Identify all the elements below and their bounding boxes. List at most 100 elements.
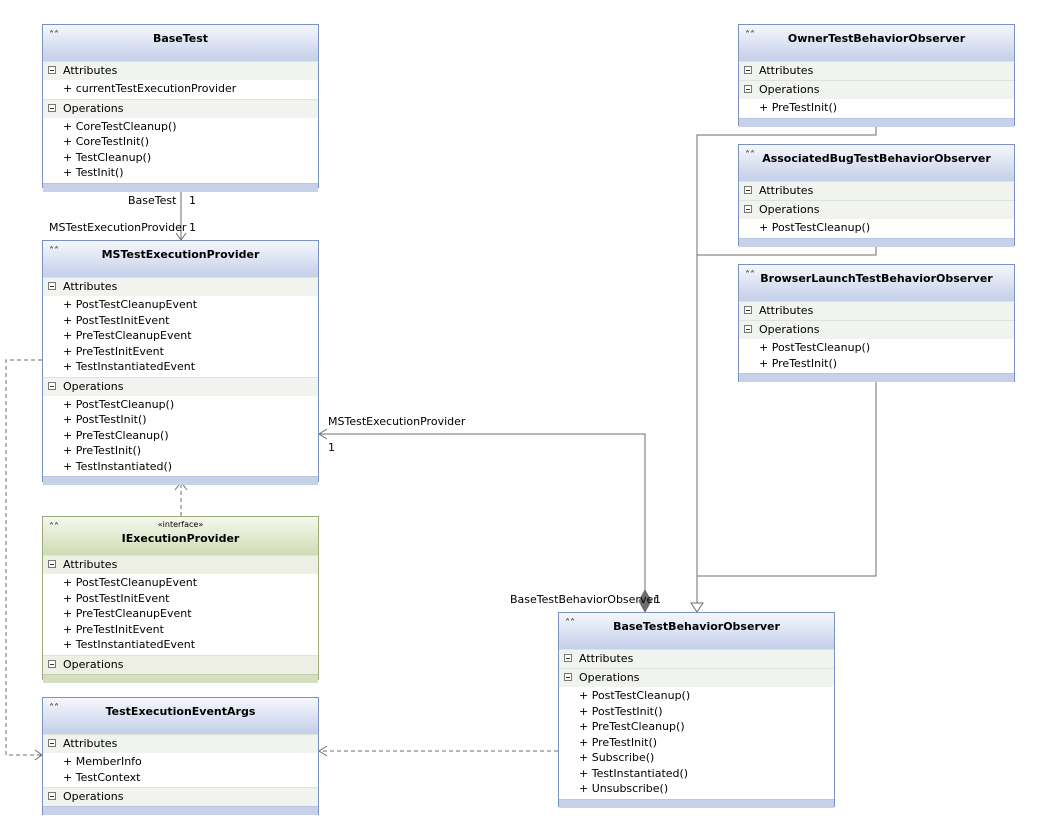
class-footer — [739, 237, 1014, 247]
minus-box-icon[interactable] — [48, 739, 56, 747]
class-footer — [43, 806, 318, 815]
operation-item: + Unsubscribe() — [579, 782, 669, 795]
minus-box-icon[interactable] — [744, 186, 752, 194]
attribute-item: + TestInstantiatedEvent — [63, 638, 196, 651]
operation-item: + PreTestCleanup() — [579, 720, 685, 733]
minus-box-icon[interactable] — [48, 66, 56, 74]
double-chevron-up-icon[interactable]: ˄˄ — [745, 270, 755, 281]
operation-item: + TestCleanup() — [63, 150, 152, 164]
minus-box-icon[interactable] — [744, 205, 752, 213]
class-footer — [739, 117, 1014, 127]
class-header: ˄˄ AssociatedBugTestBehaviorObserver — [739, 145, 1014, 181]
interface-iexecution-provider[interactable]: ˄˄ «interface» IExecutionProvider Attrib… — [42, 516, 319, 683]
minus-box-icon[interactable] — [744, 306, 752, 314]
operations-section[interactable]: Operations — [43, 376, 318, 396]
minus-box-icon[interactable] — [564, 654, 572, 662]
attributes-section[interactable]: Attributes — [43, 734, 318, 753]
operation-item: + PreTestCleanup() — [63, 428, 169, 442]
attributes-section[interactable]: Attributes — [43, 555, 318, 574]
composition-arrow — [318, 428, 328, 440]
operation-item: + PreTestInit() — [579, 735, 658, 749]
minus-box-icon[interactable] — [48, 560, 56, 568]
minus-box-icon[interactable] — [48, 659, 56, 668]
double-chevron-up-icon[interactable]: ˄˄ — [49, 246, 59, 257]
class-footer — [43, 673, 318, 683]
class-name: BrowserLaunchTestBehaviorObserver — [760, 272, 993, 285]
operations-section[interactable]: Operations — [739, 200, 1014, 219]
provider-multiplicity: 1 — [189, 221, 196, 234]
class-basetest[interactable]: ˄˄ BaseTest Attributes + currentTestExec… — [42, 24, 319, 192]
double-chevron-up-icon[interactable]: ˄˄ — [745, 30, 755, 41]
class-header: ˄˄ OwnerTestBehaviorObserver — [739, 25, 1014, 61]
attribute-item: + MemberInfo — [63, 755, 142, 768]
attribute-item: + PostTestInitEvent — [63, 591, 170, 605]
double-chevron-up-icon[interactable]: ˄˄ — [49, 30, 59, 41]
attributes-list: + PostTestCleanupEvent + PostTestInitEve… — [43, 574, 318, 655]
operation-item: + PostTestInit() — [63, 413, 147, 426]
attributes-section[interactable]: Attributes — [43, 277, 318, 296]
class-base-test-behavior-observer[interactable]: ˄˄ BaseTestBehaviorObserver Attributes O… — [558, 612, 835, 808]
operations-section[interactable]: Operations — [43, 787, 318, 806]
composition-line — [319, 433, 646, 592]
double-chevron-up-icon[interactable]: ˄˄ — [49, 522, 59, 533]
class-owner-test-behavior-observer[interactable]: ˄˄ OwnerTestBehaviorObserver Attributes … — [738, 24, 1015, 127]
attribute-item: + TestInstantiatedEvent — [63, 360, 196, 373]
class-mstest-execution-provider[interactable]: ˄˄ MSTestExecutionProvider Attributes + … — [42, 240, 319, 485]
minus-box-icon[interactable] — [48, 792, 56, 800]
class-browser-launch-test-behavior-observer[interactable]: ˄˄ BrowserLaunchTestBehaviorObserver Att… — [738, 264, 1015, 382]
class-associated-bug-test-behavior-observer[interactable]: ˄˄ AssociatedBugTestBehaviorObserver Att… — [738, 144, 1015, 247]
minus-box-icon[interactable] — [48, 381, 56, 390]
minus-box-icon[interactable] — [48, 103, 56, 112]
minus-box-icon[interactable] — [744, 85, 752, 93]
class-name: BaseTestBehaviorObserver — [613, 620, 780, 633]
operations-section[interactable]: Operations — [559, 668, 834, 687]
class-footer — [559, 798, 834, 808]
operations-section[interactable]: Operations — [43, 98, 318, 118]
operations-section[interactable]: Operations — [739, 80, 1014, 99]
attributes-section[interactable]: Attributes — [739, 301, 1014, 320]
attribute-item: + PostTestCleanupEvent — [63, 298, 198, 311]
class-header: ˄˄ TestExecutionEventArgs — [43, 698, 318, 734]
class-header: ˄˄ «interface» IExecutionProvider — [43, 517, 318, 555]
attribute-item: + TestContext — [63, 770, 141, 784]
operation-item: + CoreTestInit() — [63, 135, 150, 148]
minus-box-icon[interactable] — [744, 66, 752, 74]
operation-item: + TestInstantiated() — [63, 459, 173, 473]
attributes-section[interactable]: Attributes — [559, 649, 834, 668]
operation-item: + PostTestCleanup() — [63, 397, 175, 411]
class-footer — [43, 476, 318, 485]
inheritance-arrow — [690, 602, 704, 613]
operations-list: + PostTestCleanup() + PostTestInit() + P… — [43, 396, 318, 477]
attributes-section[interactable]: Attributes — [739, 61, 1014, 80]
double-chevron-up-icon[interactable]: ˄˄ — [49, 703, 59, 714]
basetest-role-label: BaseTest — [128, 194, 177, 207]
observer-provider-multiplicity: 1 — [328, 441, 335, 454]
double-chevron-up-icon[interactable]: ˄˄ — [745, 150, 755, 161]
operation-item: + TestInstantiated() — [579, 766, 689, 780]
dependency-line-left — [5, 359, 42, 756]
class-header: ˄˄ BaseTest — [43, 25, 318, 61]
attribute-item: + PreTestCleanupEvent — [63, 329, 192, 342]
class-name: TestExecutionEventArgs — [105, 705, 256, 718]
stereotype: «interface» — [157, 520, 204, 529]
attributes-section[interactable]: Attributes — [739, 181, 1014, 200]
attributes-list: + PostTestCleanupEvent + PostTestInitEve… — [43, 296, 318, 377]
operations-list: + CoreTestCleanup() + CoreTestInit() + T… — [43, 118, 318, 183]
association-arrow-basetest — [175, 232, 187, 241]
class-footer — [739, 373, 1014, 382]
class-name: IExecutionProvider — [121, 532, 240, 545]
operations-section[interactable]: Operations — [43, 654, 318, 674]
attribute-item: + PreTestInitEvent — [63, 622, 164, 636]
attributes-list: + MemberInfo + TestContext — [43, 753, 318, 787]
minus-box-icon[interactable] — [744, 325, 752, 333]
attributes-section[interactable]: Attributes — [43, 61, 318, 80]
double-chevron-up-icon[interactable]: ˄˄ — [565, 618, 575, 629]
operations-section[interactable]: Operations — [739, 320, 1014, 339]
dependency-arrow-observer — [318, 745, 328, 757]
class-test-execution-event-args[interactable]: ˄˄ TestExecutionEventArgs Attributes + M… — [42, 697, 319, 815]
class-header: ˄˄ BrowserLaunchTestBehaviorObserver — [739, 265, 1014, 301]
class-name: AssociatedBugTestBehaviorObserver — [762, 152, 991, 165]
class-name: MSTestExecutionProvider — [101, 248, 260, 261]
minus-box-icon[interactable] — [564, 673, 572, 681]
minus-box-icon[interactable] — [48, 282, 56, 290]
